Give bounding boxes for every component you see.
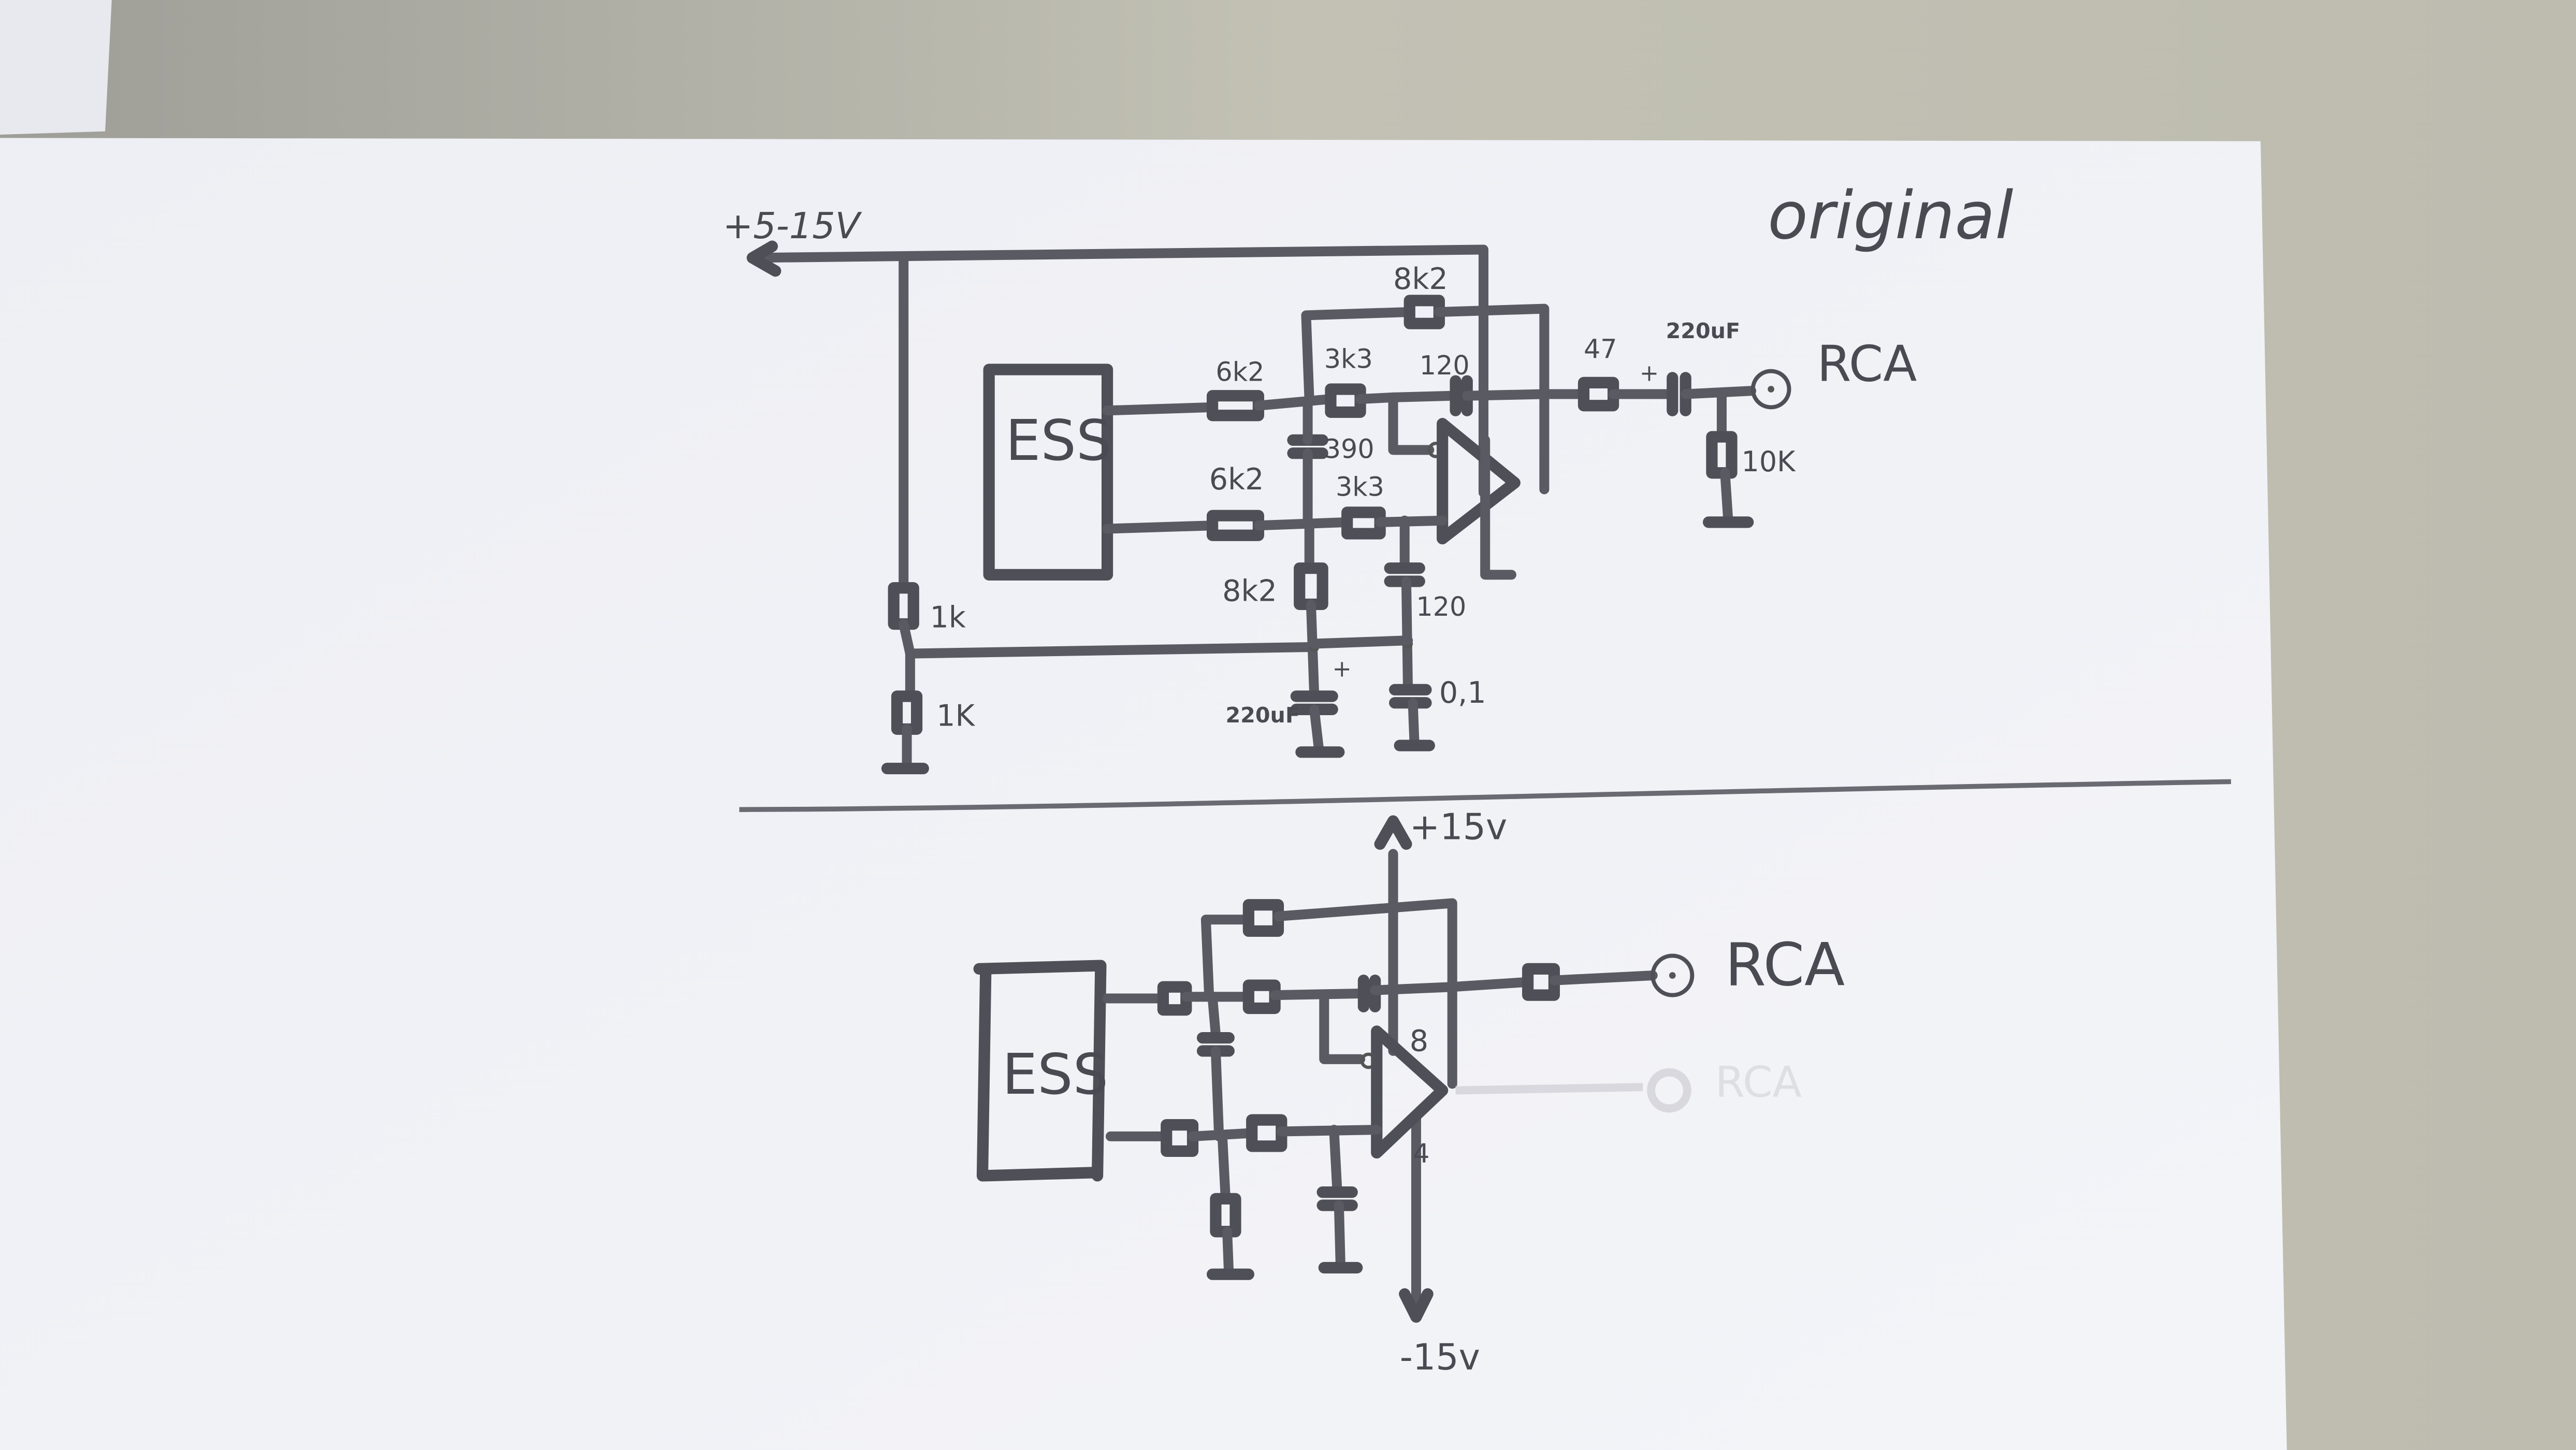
label-cap-out: 220uF [1666,318,1741,343]
mark-plus-cap-out: + [1640,360,1659,387]
ess-block-top [983,364,1113,581]
label-rca-top: RCA [1817,336,1917,393]
top-schematic [746,240,1791,775]
label-r-bias: 8k2 [1222,574,1277,608]
label-supply-pos: +15v [1410,806,1508,848]
title-original: original [1768,177,2013,254]
label-r-load: 10K [1742,445,1797,478]
label-supply: +5-15V [723,205,862,247]
label-r-bottom-mid: 3k3 [1336,472,1384,502]
label-cap-bias-220: 220uF [1225,703,1300,728]
label-cap-top: 120 [1420,350,1470,381]
paper-sheet [0,138,2287,1450]
label-cap-01: 0,1 [1439,676,1486,710]
label-r-in-top: 6k2 [1215,357,1264,387]
label-pin-bottom-4: 4 [1413,1138,1429,1169]
erased-sketch: RCA [1455,1057,1802,1113]
label-supply-neg: -15v [1400,1337,1480,1379]
opamp-top [1437,418,1521,545]
label-r-in-bottom: 6k2 [1209,462,1264,497]
label-r-out: 47 [1584,334,1617,364]
label-r-div-top: 1k [930,600,965,634]
label-r-div-bottom: 1K [936,699,975,733]
label-r-top-mid: 3k3 [1324,343,1373,374]
ess-block-bottom [973,960,1107,1182]
label-ess-bottom: ESS [1002,1042,1108,1107]
label-ess-top: ESS [1005,409,1111,473]
label-cap-390: 390 [1324,434,1374,465]
label-rca-bottom: RCA [1725,931,1845,999]
label-pin-bottom-8: 8 [1410,1024,1428,1058]
bottom-schematic [973,815,1695,1323]
corner-sheet [0,0,112,135]
label-r-feedback: 8k2 [1393,262,1448,296]
label-cap-bias-120: 120 [1416,591,1466,622]
opamp-bottom [1371,1025,1449,1159]
mark-plus-cap-bias: + [1333,656,1352,682]
divider-line [739,779,2231,813]
label-rca-ghost: RCA [1715,1057,1802,1107]
